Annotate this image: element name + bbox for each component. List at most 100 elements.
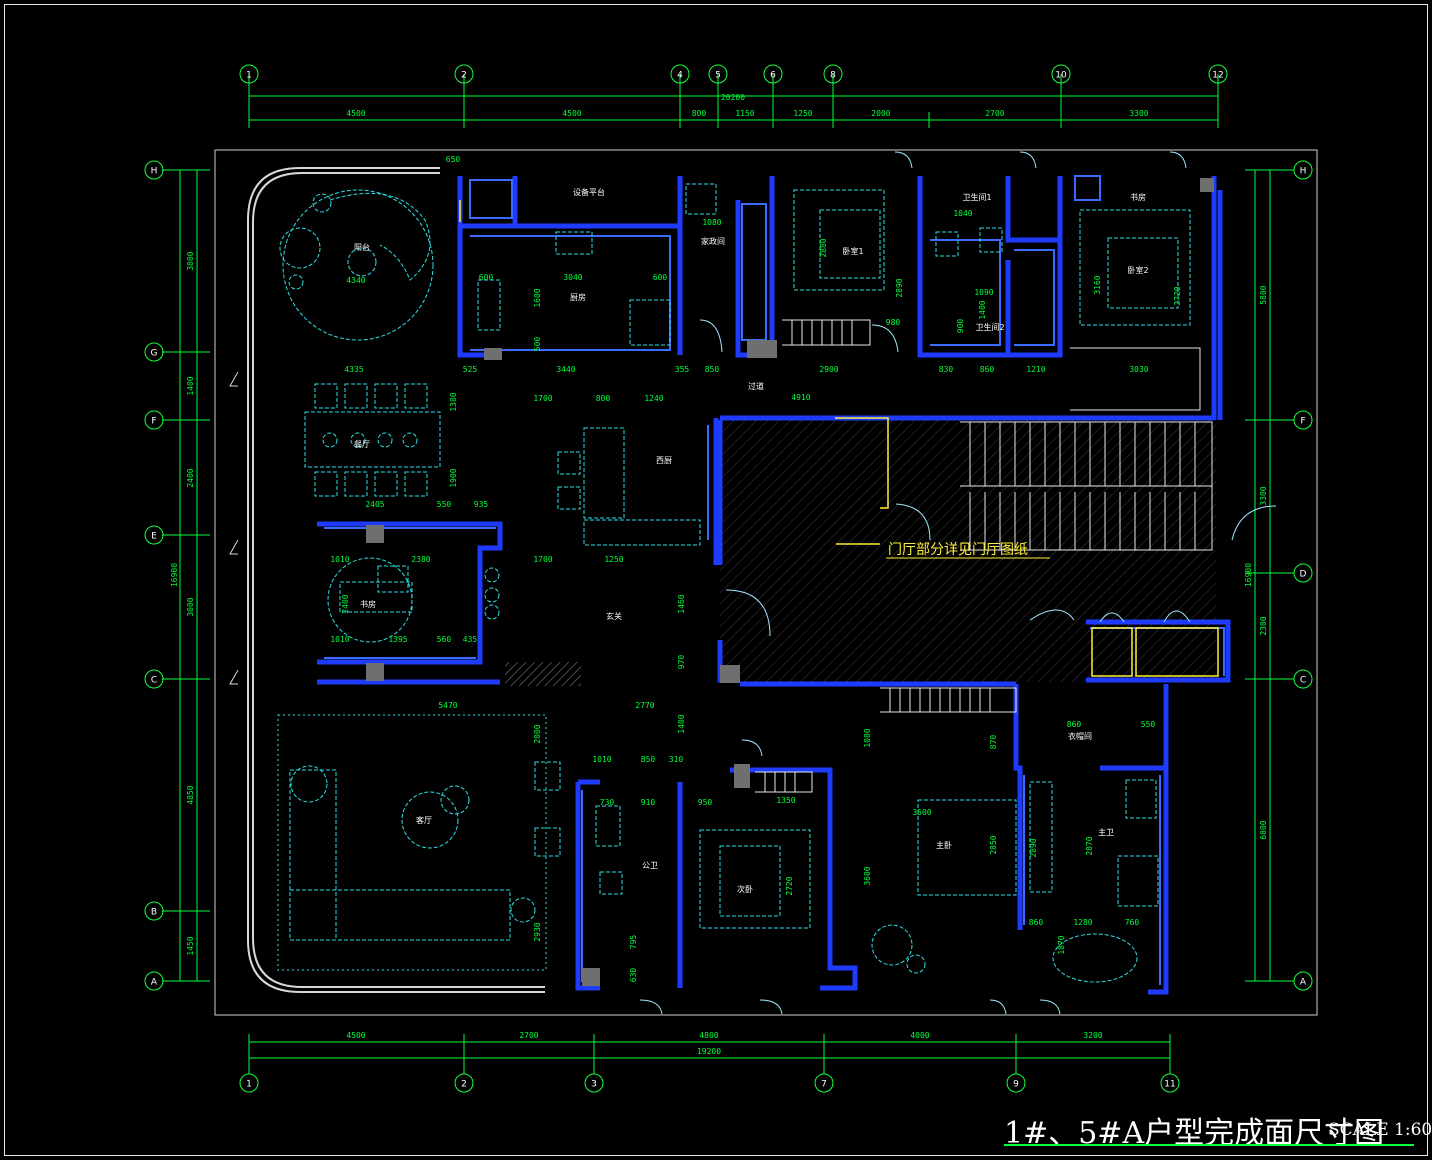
svg-text:4335: 4335 [344,365,363,374]
svg-text:950: 950 [698,798,713,807]
svg-text:860: 860 [980,365,995,374]
left-axis-bubble-1 [144,342,164,362]
room-labels: 阳台 设备平台 厨房 家政间 卧室1 卫生间1 卫生间2 卧室2 书房 过道 餐… [354,187,1149,894]
top-axis-bubble-3 [708,64,728,84]
svg-text:1080: 1080 [863,728,872,747]
bottom-axis-bubble-3 [814,1073,834,1093]
drawing-scale: SCALE 1:60 [1328,1120,1432,1140]
left-dim-3: 2400 [186,468,195,487]
room-bath1: 卫生间1 [962,192,991,202]
left-total: 16900 [170,563,179,587]
svg-text:1870: 1870 [1057,935,1066,954]
bottom-axis-bubble-5 [1160,1073,1180,1093]
room-bedroom2: 卧室2 [1127,265,1148,275]
room-bath2: 卫生间2 [975,322,1004,332]
left-axis-bubble-0 [144,160,164,180]
svg-text:2930: 2930 [533,922,542,941]
svg-text:500: 500 [533,337,542,352]
svg-text:1400: 1400 [978,300,987,319]
svg-text:2770: 2770 [635,701,654,710]
svg-text:1395: 1395 [388,635,407,644]
walls [317,176,1231,995]
svg-text:4340: 4340 [346,276,365,285]
svg-text:1210: 1210 [1026,365,1045,374]
bottom-dim-5: 3200 [1083,1031,1102,1040]
svg-text:2900: 2900 [819,365,838,374]
right-axis-label-4: A [1300,978,1307,988]
svg-text:760: 760 [1125,918,1140,927]
svg-text:1040: 1040 [953,209,972,218]
svg-text:830: 830 [939,365,954,374]
svg-text:600: 600 [653,273,668,282]
bottom-axis-label-4: 9 [1013,1080,1019,1090]
svg-text:3030: 3030 [1129,365,1148,374]
left-dim-1: 3800 [186,251,195,270]
right-axis-label-1: F [1300,417,1305,427]
svg-text:650: 650 [446,155,461,164]
svg-text:1350: 1350 [776,796,795,805]
doors [639,151,1277,1015]
svg-text:2890: 2890 [895,278,904,297]
svg-text:860: 860 [1067,720,1082,729]
right-axis-bubble-0 [1293,160,1313,180]
svg-text:310: 310 [669,755,684,764]
svg-text:800: 800 [596,394,611,403]
room-western-kitchen: 西厨 [656,456,672,465]
top-axis-bubble-2 [670,64,690,84]
bottom-axis-bubble-0 [239,1073,259,1093]
top-axis-label-3: 5 [715,71,721,81]
room-entry: 玄关 [606,611,622,621]
top-dim-8: 3300 [1129,109,1148,118]
right-dim-3: 2300 [1259,616,1268,635]
svg-text:1010: 1010 [330,635,349,644]
dimension-labels: 20200 4500 4500 800 1150 1250 2000 2700 … [170,93,1268,1056]
bottom-axis-label-2: 3 [591,1080,597,1090]
room-balcony: 阳台 [354,242,370,252]
room-closet: 衣帽间 [1068,731,1092,741]
left-axis-label-2: F [151,417,156,427]
room-kitchen: 厨房 [570,292,586,302]
right-axis-bubble-3 [1293,669,1313,689]
right-dim-2: 3300 [1259,486,1268,505]
left-axis-label-6: A [151,978,158,988]
axis-leaders [162,74,1294,1074]
bottom-axis-bubble-4 [1006,1073,1026,1093]
svg-text:2850: 2850 [989,835,998,854]
svg-text:1280: 1280 [1073,918,1092,927]
svg-text:2720: 2720 [1173,286,1182,305]
svg-text:900: 900 [956,319,965,334]
svg-text:910: 910 [641,798,656,807]
left-dim-5: 4850 [186,785,195,804]
plan-boundary [214,149,1318,1016]
svg-text:1380: 1380 [449,392,458,411]
right-total: 16900 [1244,563,1253,587]
svg-text:3440: 3440 [556,365,575,374]
left-axis-bubble-2 [144,410,164,430]
left-dim-6: 1450 [186,936,195,955]
bottom-total: 19200 [697,1047,721,1056]
left-dim-2: 1400 [186,376,195,395]
top-dim-6: 2000 [871,109,890,118]
svg-text:1400: 1400 [677,714,686,733]
room-living: 客厅 [416,815,432,825]
bottom-axis-bubble-2 [584,1073,604,1093]
top-dim-1: 4500 [346,109,365,118]
svg-text:2380: 2380 [411,555,430,564]
room-public-bath: 公卫 [642,861,658,870]
top-axis-label-4: 6 [770,71,776,81]
top-axis-label-0: 1 [246,71,252,81]
room-master-bath: 主卫 [1098,827,1114,837]
svg-text:4910: 4910 [791,393,810,402]
left-axis-label-4: C [151,676,157,686]
svg-text:1010: 1010 [592,755,611,764]
bottom-dim-4: 4000 [910,1031,929,1040]
svg-text:1700: 1700 [533,555,552,564]
room-master: 主卧 [936,840,952,850]
top-axis-bubble-5 [823,64,843,84]
svg-text:2870: 2870 [1085,836,1094,855]
svg-text:2000: 2000 [533,724,542,743]
foyer-note: 门厅部分详见门厅图纸 [888,542,1028,558]
svg-text:860: 860 [1029,918,1044,927]
svg-text:1600: 1600 [533,288,542,307]
